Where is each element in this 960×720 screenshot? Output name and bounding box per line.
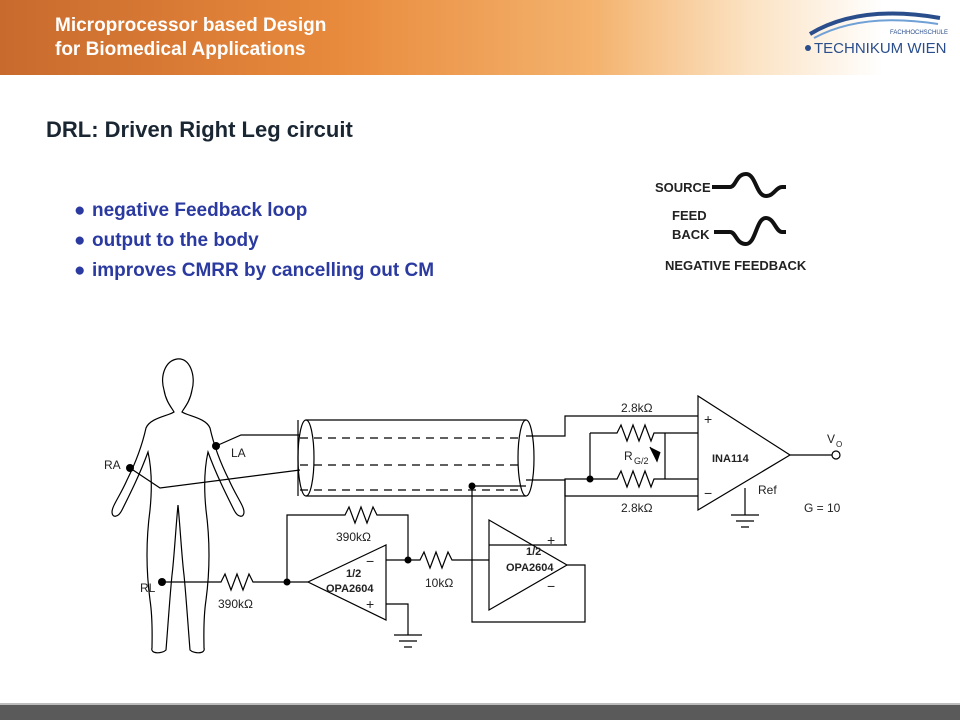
- integrator-feedback-wire: [286, 505, 409, 582]
- electrode-la: [212, 442, 220, 450]
- course-title: Microprocessor based Design for Biomedic…: [55, 15, 327, 60]
- label-r-top: 2.8kΩ: [621, 401, 653, 415]
- bullet-item: ●improves CMRR by cancelling out CM: [74, 256, 434, 286]
- feedback-wave: [714, 215, 786, 247]
- svg-text:FACHHOCHSCHULE: FACHHOCHSCHULE: [890, 30, 948, 36]
- output-terminal: [831, 450, 841, 460]
- label-r-feedback: 390kΩ: [336, 530, 371, 544]
- header-banner: Microprocessor based Design for Biomedic…: [0, 0, 960, 75]
- ina-plus-sign: +: [704, 411, 712, 427]
- label-rg-subscript: G/2: [634, 456, 649, 466]
- buffer-minus-sign: −: [547, 578, 555, 594]
- opamp-integrator: [306, 544, 387, 621]
- label-la: LA: [231, 446, 246, 460]
- svg-text:TECHNIKUM WIEN: TECHNIKUM WIEN: [814, 40, 947, 57]
- body-outline: [111, 358, 245, 654]
- buffer-plus-sign: +: [547, 532, 555, 548]
- label-r-bottom: 2.8kΩ: [621, 501, 653, 515]
- wire-cm-sense: [564, 478, 590, 545]
- junction-dot: [586, 475, 594, 483]
- bullet-item: ●output to the body: [74, 226, 434, 256]
- label-opamp-name: OPA2604: [506, 562, 554, 574]
- rg-pointer-arrow: [649, 446, 661, 463]
- rg-connection: [664, 432, 698, 480]
- label-rg: R: [624, 449, 633, 463]
- back-label: BACK: [672, 227, 710, 242]
- technikum-wien-logo: FACHHOCHSCHULE TECHNIKUM WIEN: [805, 11, 948, 57]
- cable-conductors: [300, 437, 524, 491]
- slide-title: DRL: Driven Right Leg circuit: [46, 117, 353, 142]
- bullet-dot: ●: [74, 260, 86, 281]
- ref-ground: [731, 488, 759, 528]
- label-opamp-half: 1/2: [346, 568, 361, 580]
- cable-right-end: [517, 419, 535, 497]
- label-vo: V: [827, 432, 835, 446]
- opamp-buffer: [488, 518, 569, 612]
- label-opamp-half: 1/2: [526, 546, 541, 558]
- label-r-10k: 10kΩ: [425, 576, 453, 590]
- label-ina114: INA114: [712, 453, 750, 465]
- bullet-dot: ●: [74, 200, 86, 221]
- electrode-ra: [126, 464, 134, 472]
- ina114-amplifier: [697, 394, 792, 512]
- label-ra: RA: [104, 458, 121, 472]
- ina-minus-sign: −: [704, 485, 712, 501]
- negative-feedback-illustration: SOURCE FEED BACK NEGATIVE FEEDBACK: [655, 171, 807, 273]
- label-gain: G = 10: [804, 501, 841, 515]
- bullet-item: ●negative Feedback loop: [74, 196, 434, 226]
- bullet-dot: ●: [74, 230, 86, 251]
- wire-bottom-input: [526, 479, 698, 497]
- cable-end-ellipse: [297, 419, 315, 497]
- label-r-input: 390kΩ: [218, 597, 253, 611]
- integrator-plus-sign: +: [366, 596, 374, 612]
- buffer-feedback-wire: [471, 485, 586, 623]
- integrator-minus-sign: −: [366, 553, 374, 569]
- feed-label: FEED: [672, 208, 707, 223]
- resistor-10k: [408, 550, 472, 570]
- footer-divider: [0, 703, 960, 705]
- wire-top-input: [526, 415, 698, 437]
- rg-resistor-top: [590, 423, 665, 443]
- junction-dot: [404, 556, 412, 564]
- label-vo-subscript: O: [836, 440, 842, 449]
- source-label: SOURCE: [655, 180, 711, 195]
- junction-dot: [283, 578, 291, 586]
- label-opamp-name: OPA2604: [326, 583, 374, 595]
- label-rl: RL: [140, 581, 156, 595]
- source-wave: [712, 171, 786, 199]
- resistor-390k-output: [160, 572, 287, 592]
- electrode-leads: [129, 434, 301, 489]
- label-ref: Ref: [758, 483, 777, 497]
- bullet-list: ●negative Feedback loop ●output to the b…: [74, 196, 434, 286]
- cable-shield: [306, 419, 526, 497]
- electrode-rl: [158, 578, 166, 586]
- negative-feedback-caption: NEGATIVE FEEDBACK: [665, 258, 807, 273]
- footer-bar: [0, 705, 960, 720]
- drl-circuit-diagram: RA LA RL 2.8kΩ 2.8kΩ R G/2 INA114 Ref V …: [104, 358, 842, 654]
- rg-resistor-bottom: [590, 469, 665, 489]
- integrator-ground: [386, 603, 422, 648]
- junction-dot: [468, 482, 476, 490]
